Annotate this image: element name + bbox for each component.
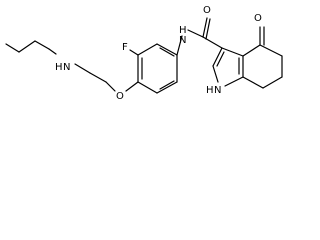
bond-ethyl: [89, 72, 107, 83]
bond-propyl-2: [18, 40, 36, 53]
bond-aryl-to-fluorine: [129, 49, 139, 56]
bond-pyrrole-1: [212, 47, 223, 67]
bond-aryl-5: [156, 81, 178, 94]
amine-hydrogen-label: H: [55, 62, 63, 73]
bond-aryl-to-amide-n: [176, 35, 183, 56]
amide-oxygen-label: O: [203, 5, 211, 16]
bond-fused-to-ketone-carbon: [242, 44, 261, 57]
bond-propyl-to-amine: [48, 48, 57, 55]
ketone-oxygen-label: O: [254, 13, 262, 24]
bond-cyclohexanone-4: [242, 76, 264, 89]
bond-cyclohexanone-1: [259, 44, 283, 57]
bond-propyl-3: [34, 40, 50, 50]
bond-carbonyl-c-to-pyrrole: [202, 36, 223, 49]
bond-aryl-inner-2: [159, 47, 175, 57]
pyrrole-nitrogen-label: N: [214, 85, 221, 96]
bond-pyrrole-2: [212, 65, 219, 83]
bond-pyrrole-5: [221, 47, 244, 57]
pyrrole-hydrogen-label: H: [206, 85, 214, 96]
bond-aryl-inner-3: [159, 80, 175, 90]
bond-amine-to-ethyl: [74, 63, 91, 74]
bond-aryl-3: [156, 43, 178, 56]
structure-canvas: H N F O H N O O H N: [0, 0, 312, 118]
bond-carbonyl-c-to-o-2: [205, 18, 211, 40]
amine-nitrogen-label: N: [63, 62, 70, 73]
bond-amide-n-to-carbonyl-c: [187, 29, 204, 38]
bond-aryl-6: [137, 81, 158, 94]
fluorine-label: F: [122, 42, 128, 53]
molecule-structure: H N F O H N O O H N: [5, 5, 283, 102]
bond-propyl-1: [5, 43, 20, 53]
bond-ethyl-to-ether-oxygen: [105, 81, 116, 92]
bond-carbonyl-c-to-o-1: [202, 17, 208, 38]
bond-pyrrole-3: [224, 76, 244, 87]
bond-aryl-2: [137, 43, 158, 56]
amide-nitrogen-label: N: [179, 35, 186, 46]
bond-ether-oxygen-to-ring: [125, 81, 139, 92]
amide-hydrogen-label: H: [179, 25, 187, 36]
bond-cyclohexanone-3: [262, 76, 283, 89]
bond-pyrrole-inner-1: [216, 51, 225, 67]
ether-oxygen-label: O: [116, 91, 124, 102]
